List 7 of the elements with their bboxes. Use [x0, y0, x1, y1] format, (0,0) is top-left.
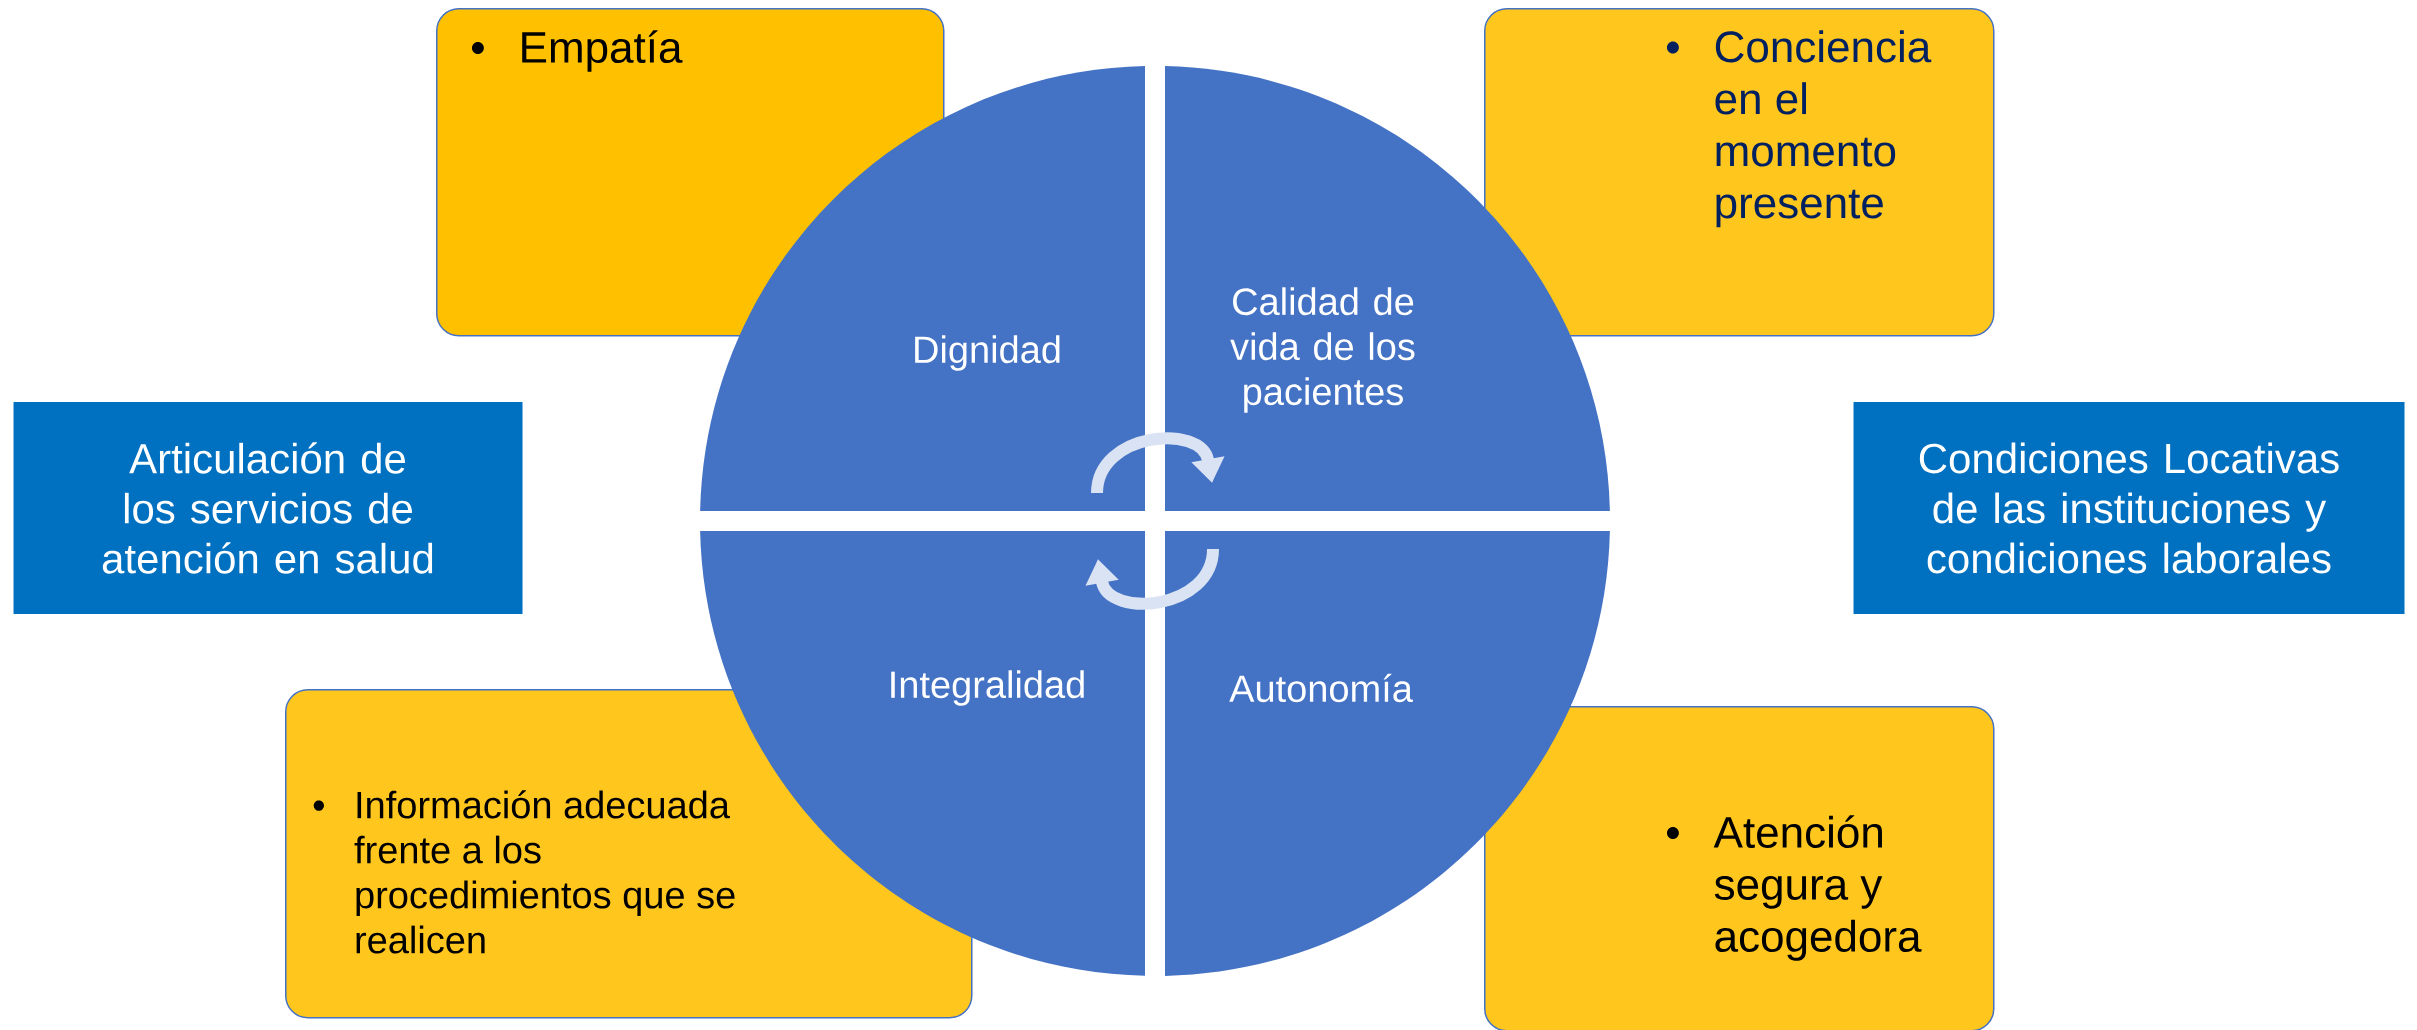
circle-quadrant: Autonomía [1165, 531, 1610, 976]
bullet-box: • Atención segura y acogedora [1484, 706, 1995, 1030]
bullet-box: • Conciencia en el momento presente [1484, 8, 1995, 337]
circle-quadrant: Dignidad [700, 66, 1145, 511]
circle-quadrant: Calidad de vida de los pacientes [1165, 66, 1610, 511]
label-box: Articulación de los servicios de atención en salud [13, 402, 523, 614]
label-box: Condiciones Locativas de las instituciones y condiciones laborales [1853, 402, 2405, 614]
